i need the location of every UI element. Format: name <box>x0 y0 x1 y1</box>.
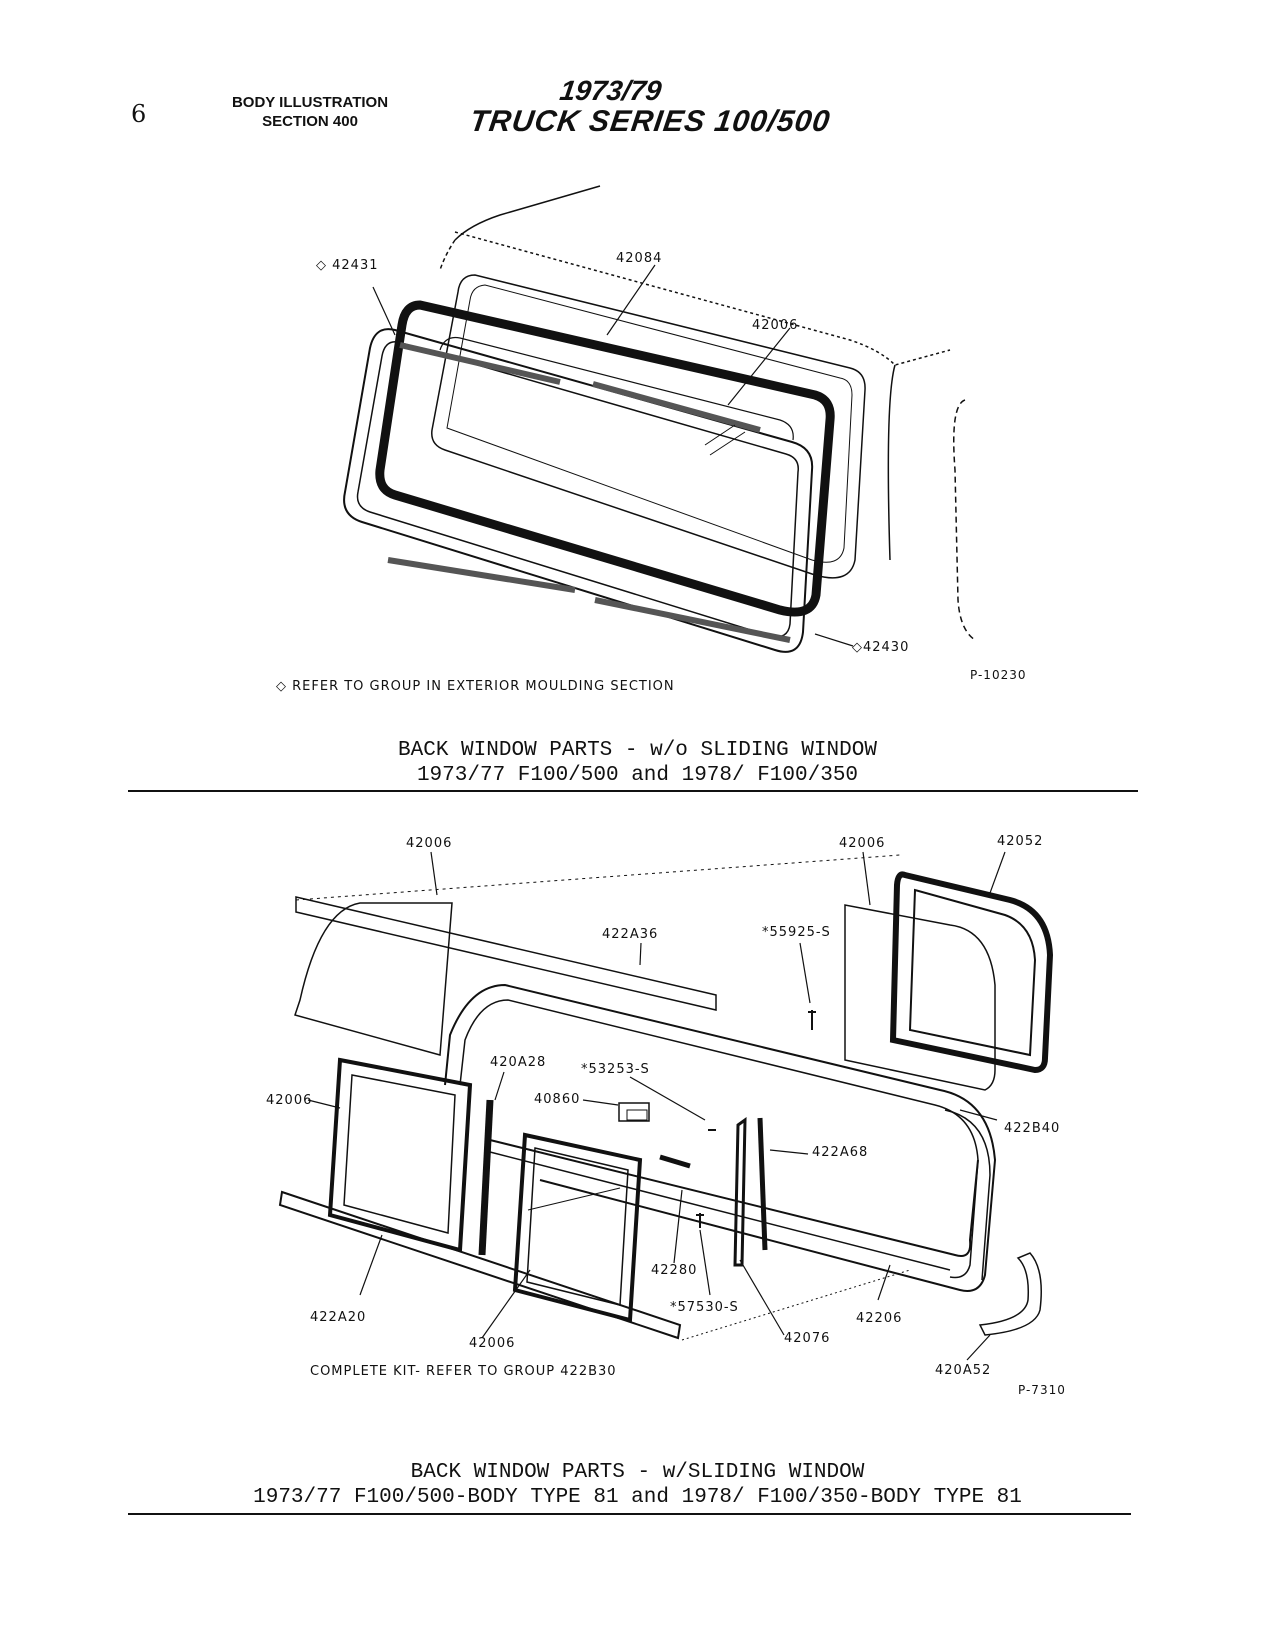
label-42280: 42280 <box>651 1263 698 1278</box>
figure-id-bottom: P-7310 <box>1018 1383 1066 1397</box>
label-42431: ◇ 42431 <box>316 258 379 273</box>
moulding-reference-note: ◇ REFER TO GROUP IN EXTERIOR MOULDING SE… <box>276 679 675 694</box>
label-420A28: 420A28 <box>490 1055 547 1070</box>
label-42006-bottom: 42006 <box>469 1336 516 1351</box>
top-caption: BACK WINDOW PARTS - w/o SLIDING WINDOW 1… <box>100 738 1175 788</box>
label-42052: 42052 <box>997 834 1044 849</box>
label-42006-left: 42006 <box>266 1093 313 1108</box>
section-line-2: SECTION 400 <box>262 113 358 130</box>
bottom-caption: BACK WINDOW PARTS - w/SLIDING WINDOW 197… <box>100 1460 1175 1510</box>
top-caption-line-2: 1973/77 F100/500 and 1978/ F100/350 <box>416 764 859 787</box>
label-42076: 42076 <box>784 1331 831 1346</box>
label-42430: ◇42430 <box>852 640 910 655</box>
label-40860: 40860 <box>534 1092 581 1107</box>
label-42006-top-left: 42006 <box>406 836 453 851</box>
top-divider <box>128 790 1138 792</box>
label-420A52: 420A52 <box>935 1363 992 1378</box>
label-422A20: 422A20 <box>310 1310 367 1325</box>
page-number: 6 <box>131 100 147 128</box>
label-42206: 42206 <box>856 1311 903 1326</box>
label-42006: 42006 <box>752 318 799 333</box>
label-422A68: 422A68 <box>812 1145 869 1160</box>
label-42006-top-right: 42006 <box>839 836 886 851</box>
label-57530-S: *57530-S <box>670 1300 739 1315</box>
label-53253-S: *53253-S <box>581 1062 650 1077</box>
label-422A36: 422A36 <box>602 927 659 942</box>
bottom-divider <box>128 1513 1131 1515</box>
bottom-caption-line-1: BACK WINDOW PARTS - w/SLIDING WINDOW <box>410 1461 865 1484</box>
section-line-1: BODY ILLUSTRATION <box>231 94 389 111</box>
figure-id-top: P-10230 <box>970 668 1027 682</box>
label-422B40: 422B40 <box>1004 1121 1061 1136</box>
label-55925-S: *55925-S <box>762 925 831 940</box>
complete-kit-note: COMPLETE KIT- REFER TO GROUP 422B30 <box>310 1364 617 1379</box>
label-42084: 42084 <box>616 251 663 266</box>
bottom-caption-line-2: 1973/77 F100/500-BODY TYPE 81 and 1978/ … <box>253 1486 1022 1509</box>
section-heading: BODY ILLUSTRATION SECTION 400 <box>200 93 420 131</box>
top-caption-line-1: BACK WINDOW PARTS - w/o SLIDING WINDOW <box>398 739 877 762</box>
